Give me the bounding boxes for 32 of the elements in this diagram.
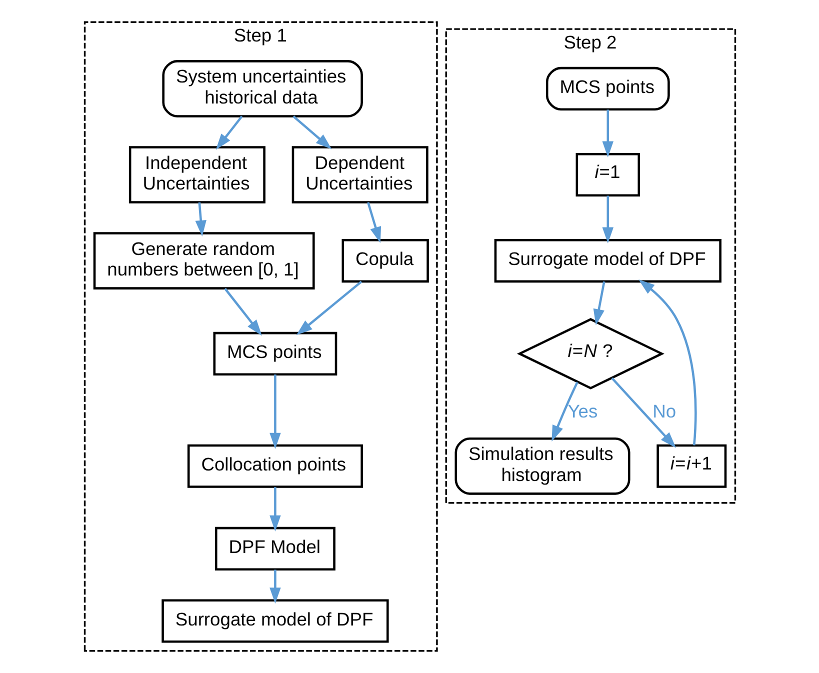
node-box: i=i+1	[656, 444, 726, 488]
arrow	[602, 196, 614, 244]
node-box: Copula	[341, 238, 428, 283]
node-box: Collocation points	[186, 444, 362, 488]
node-box: DPF Model	[214, 526, 335, 571]
node-box: i=1	[575, 152, 640, 197]
arrow	[194, 202, 206, 236]
node-box: Independent Uncertainties	[128, 146, 265, 204]
arrow	[638, 279, 696, 446]
arrow	[592, 281, 605, 326]
node-box: Surrogate model of DPF	[494, 238, 721, 283]
arrow	[296, 280, 362, 336]
node-box: Generate random numbers between [0, 1]	[92, 232, 314, 290]
arrow	[602, 110, 614, 158]
edge-label: No	[652, 400, 676, 422]
arrow	[610, 377, 676, 448]
arrow	[215, 116, 242, 150]
arrow	[224, 288, 262, 336]
node-box: MCS points	[545, 66, 670, 110]
arrow	[551, 382, 578, 442]
arrow	[292, 115, 332, 150]
arrow	[269, 374, 280, 449]
node-box: System uncertainties historical data	[162, 60, 362, 118]
node-box: Surrogate model of DPF	[161, 599, 388, 643]
node-box: MCS points	[212, 332, 337, 376]
node-box: Simulation results histogram	[454, 437, 630, 495]
edge-label: Yes	[567, 400, 598, 422]
arrow	[269, 570, 280, 604]
arrow	[366, 202, 381, 244]
node-diamond: i=N ?	[516, 318, 664, 390]
node-box: Dependent Uncertainties	[291, 146, 428, 204]
arrow	[269, 487, 280, 532]
